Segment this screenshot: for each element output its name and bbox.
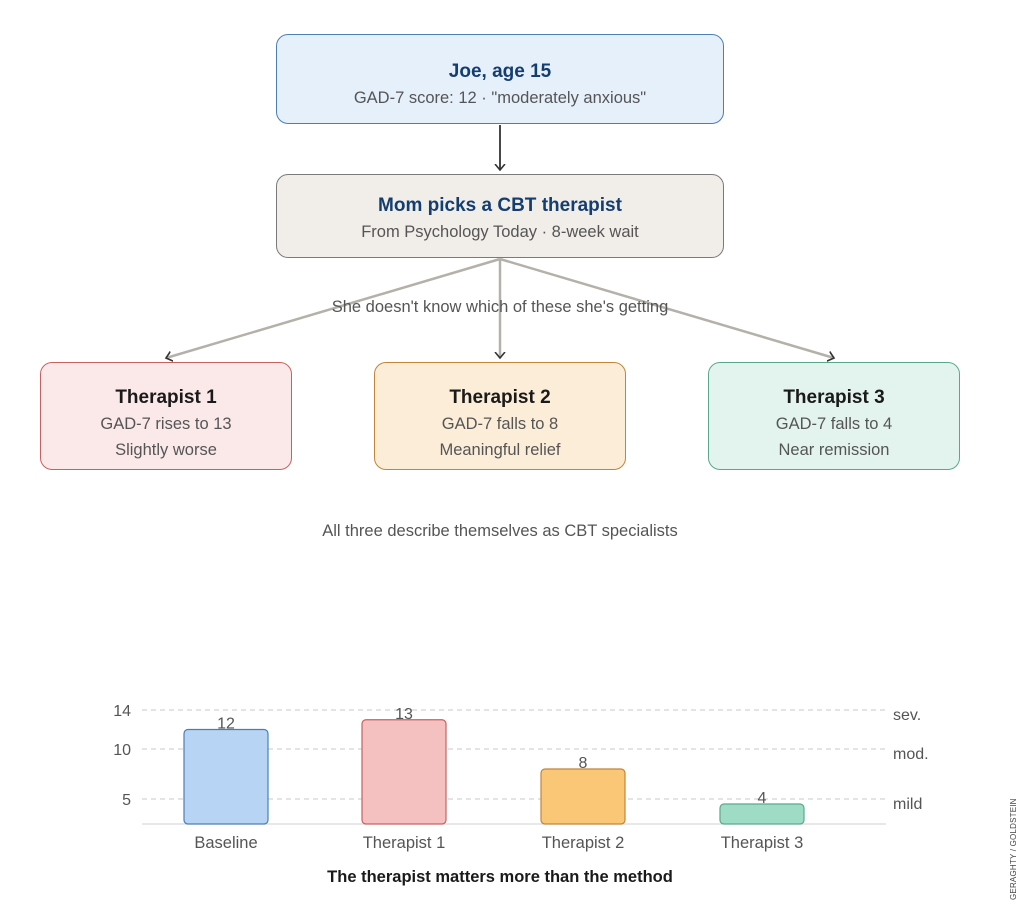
bar-1 bbox=[183, 728, 269, 825]
therapist-3-outcome: Near remission bbox=[778, 441, 890, 459]
therapist-3-score: GAD-7 falls to 4 bbox=[775, 415, 893, 433]
choice-subtitle: From Psychology Today · 8-week wait bbox=[361, 223, 639, 241]
therapist-2-outcome: Meaningful relief bbox=[439, 441, 561, 459]
bar-value-label-2: 13 bbox=[395, 706, 413, 723]
patient-box: Joe, age 15 GAD-7 score: 12 · "moderatel… bbox=[276, 34, 724, 124]
arrow-mom-to-therapist-1 bbox=[166, 257, 501, 358]
choice-box: Mom picks a CBT therapist From Psycholog… bbox=[276, 174, 724, 258]
therapist-1-box: Therapist 1 GAD-7 rises to 13 Slightly w… bbox=[40, 362, 292, 470]
y-tick-5: 5 bbox=[122, 792, 131, 809]
therapist-2-box: Therapist 2 GAD-7 falls to 8 Meaningful … bbox=[374, 362, 626, 470]
x-tick-label-3: Therapist 2 bbox=[542, 834, 625, 852]
reference-label-sev: sev. bbox=[893, 707, 921, 724]
flow-connectors bbox=[0, 125, 1024, 600]
bar-4 bbox=[719, 803, 805, 825]
therapist-3-box: Therapist 3 GAD-7 falls to 4 Near remiss… bbox=[708, 362, 960, 470]
x-tick-label-4: Therapist 3 bbox=[721, 834, 804, 852]
therapist-1-score: GAD-7 rises to 13 bbox=[100, 415, 232, 433]
therapist-2-score: GAD-7 falls to 8 bbox=[441, 415, 559, 433]
reference-label-mild: mild bbox=[893, 796, 922, 813]
bar-3 bbox=[540, 768, 626, 825]
therapist-2-title: Therapist 2 bbox=[449, 387, 551, 408]
bar-value-label-4: 4 bbox=[758, 790, 767, 807]
therapist-1-outcome: Slightly worse bbox=[115, 441, 217, 459]
bar-value-label-1: 12 bbox=[217, 716, 235, 733]
credit-line: GERAGHTY / GOLDSTEIN bbox=[1009, 798, 1018, 900]
choice-title: Mom picks a CBT therapist bbox=[378, 195, 622, 216]
bar-2 bbox=[361, 719, 447, 825]
x-tick-label-1: Baseline bbox=[194, 834, 257, 852]
chart-caption: The therapist matters more than the meth… bbox=[327, 868, 673, 886]
arrow-mom-to-therapist-3 bbox=[499, 257, 834, 358]
bar-value-label-3: 8 bbox=[579, 755, 588, 772]
patient-title: Joe, age 15 bbox=[448, 61, 552, 82]
reference-label-mod: mod. bbox=[893, 746, 929, 763]
therapist-3-title: Therapist 3 bbox=[783, 387, 885, 408]
therapist-1-title: Therapist 1 bbox=[115, 387, 217, 408]
y-tick-10: 10 bbox=[113, 742, 131, 759]
x-tick-label-2: Therapist 1 bbox=[363, 834, 446, 852]
y-tick-14: 14 bbox=[113, 703, 131, 720]
branch-note: She doesn't know which of these she's ge… bbox=[331, 298, 669, 316]
specialists-note: All three describe themselves as CBT spe… bbox=[322, 522, 678, 540]
patient-subtitle: GAD-7 score: 12 · "moderately anxious" bbox=[353, 89, 647, 107]
